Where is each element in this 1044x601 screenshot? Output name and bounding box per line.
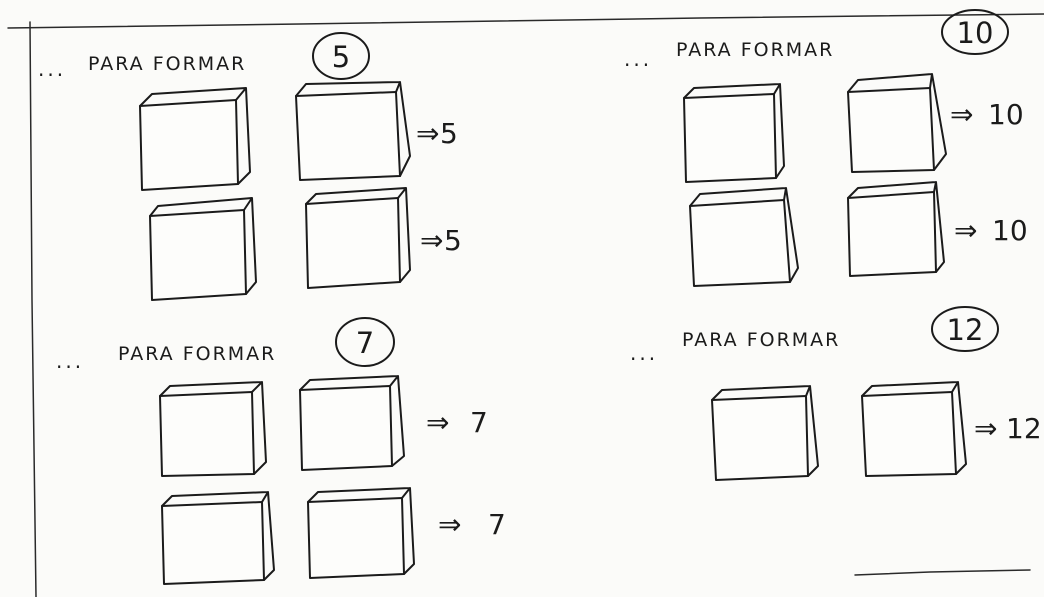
target-number: 12 bbox=[947, 313, 984, 347]
section-form-10: ... PARA FORMAR 10 ⇒ 10 ⇒ 10 bbox=[624, 10, 1028, 286]
result-number: 10 bbox=[988, 98, 1024, 131]
target-number: 5 bbox=[332, 40, 350, 74]
section-heading: PARA FORMAR bbox=[676, 39, 834, 61]
section-dots: ... bbox=[630, 341, 658, 365]
cube bbox=[296, 82, 410, 180]
cube bbox=[862, 382, 966, 476]
top-edge-line bbox=[8, 14, 1044, 28]
cube bbox=[848, 74, 946, 172]
section-form-12: ... PARA FORMAR 12 ⇒ 12 bbox=[630, 307, 1042, 480]
result-number: 5 bbox=[440, 117, 458, 150]
section-heading: PARA FORMAR bbox=[118, 343, 276, 365]
section-dots: ... bbox=[56, 349, 84, 373]
cube bbox=[140, 88, 250, 190]
left-margin-line bbox=[30, 22, 36, 597]
arrow-symbol: ⇒ bbox=[950, 98, 973, 131]
section-form-7: ... PARA FORMAR 7 ⇒ 7 ⇒ 7 bbox=[56, 318, 506, 584]
cube bbox=[848, 182, 944, 276]
result-number: 12 bbox=[1006, 412, 1042, 445]
cube bbox=[306, 188, 410, 288]
cube bbox=[160, 382, 266, 476]
cube bbox=[162, 492, 274, 584]
arrow-symbol: ⇒ bbox=[426, 406, 449, 439]
cube bbox=[300, 376, 404, 470]
arrow-symbol: ⇒ bbox=[438, 508, 461, 541]
cube bbox=[712, 386, 818, 480]
section-dots: ... bbox=[38, 57, 66, 81]
section-form-5: ... PARA FORMAR 5 ⇒ 5 ⇒ 5 bbox=[38, 33, 462, 300]
arrow-symbol: ⇒ bbox=[954, 214, 977, 247]
target-number: 10 bbox=[957, 16, 994, 50]
result-number: 5 bbox=[444, 224, 462, 257]
result-number: 10 bbox=[992, 214, 1028, 247]
arrow-symbol: ⇒ bbox=[416, 117, 439, 150]
result-number: 7 bbox=[488, 508, 506, 541]
cube bbox=[150, 198, 256, 300]
arrow-symbol: ⇒ bbox=[974, 412, 997, 445]
section-heading: PARA FORMAR bbox=[682, 329, 840, 351]
cube bbox=[690, 188, 798, 286]
bottom-stroke bbox=[855, 570, 1030, 575]
cube bbox=[684, 84, 784, 182]
target-number: 7 bbox=[356, 326, 374, 360]
arrow-symbol: ⇒ bbox=[420, 224, 443, 257]
cube bbox=[308, 488, 414, 578]
result-number: 7 bbox=[470, 406, 488, 439]
section-heading: PARA FORMAR bbox=[88, 53, 246, 75]
section-dots: ... bbox=[624, 47, 652, 71]
